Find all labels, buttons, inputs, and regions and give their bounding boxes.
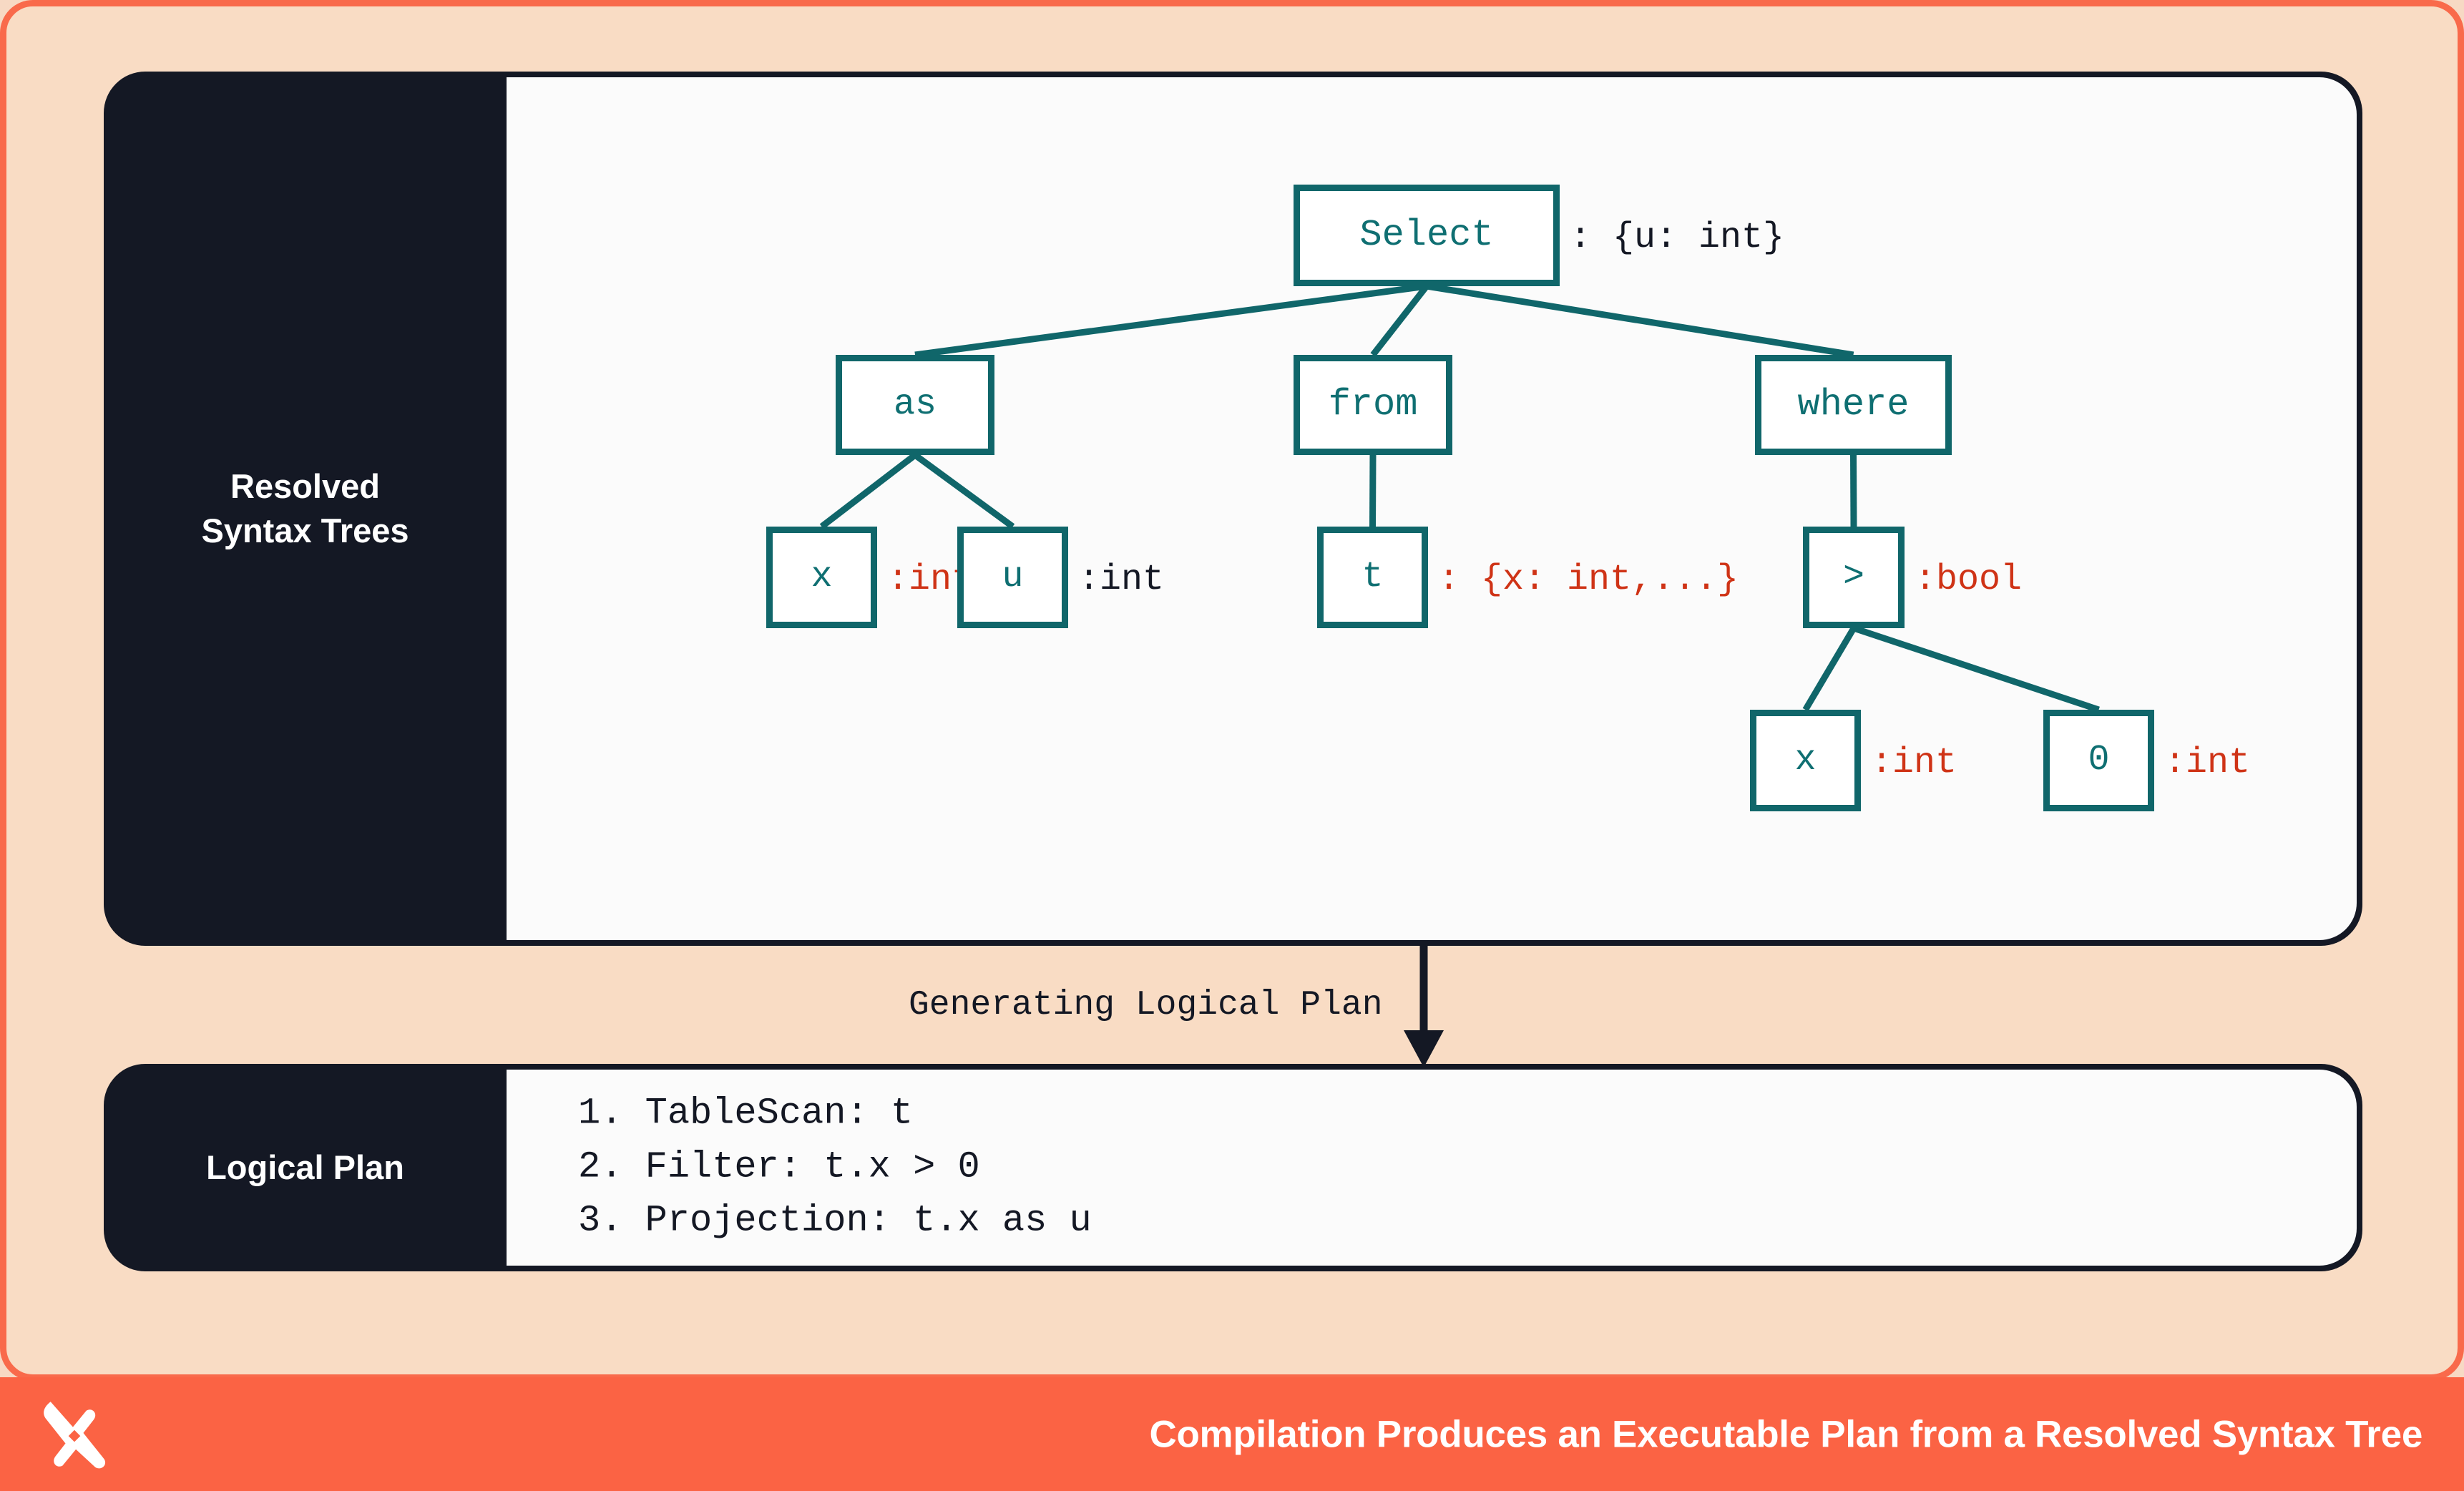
tree-node-gt-0: 0 <box>2043 710 2154 811</box>
tree-node-annotation-gt: :bool <box>1915 559 2023 600</box>
logical-plan-label-text: Logical Plan <box>206 1148 404 1186</box>
tree-nodes: Select : {u: int} as from where x :int u :int t : … <box>507 77 2357 940</box>
logical-plan-step-list: 1. TableScan: t 2. Filter: t.x > 0 3. Proj… <box>578 1087 1092 1248</box>
tree-node-from-t: t <box>1317 527 1428 628</box>
tree-node-annotation-gt-x: :int <box>1871 743 1957 783</box>
tree-node-label: from <box>1328 383 1418 426</box>
tree-node-label: where <box>1797 383 1910 426</box>
tree-edge <box>1802 626 1857 712</box>
tree-node-annotation-from-t: : {x: int,...} <box>1437 559 1739 600</box>
rst-label-line-1: Resolved <box>230 466 380 505</box>
tree-node-gt: > <box>1803 527 1905 628</box>
tree-edge <box>913 452 1015 529</box>
tree-node-label: t <box>1361 557 1384 597</box>
footer-caption: Compilation Produces an Executable Plan … <box>1149 1413 2423 1455</box>
tree-node-label: x <box>1794 740 1817 781</box>
tree-edge <box>914 283 1427 358</box>
tree-node-label: as <box>893 384 937 425</box>
tree-node-label: Select <box>1359 214 1494 256</box>
tree-node-as-x: x <box>766 527 877 628</box>
tree-edge <box>819 452 917 529</box>
tree-node-where: where <box>1755 355 1952 455</box>
tree-node-as: as <box>836 355 994 455</box>
logical-plan-card: Logical Plan 1. TableScan: t 2. Filter: t… <box>104 1064 2362 1271</box>
syntax-tree-canvas: Select : {u: int} as from where x :int u :int t : … <box>507 77 2357 940</box>
tree-edge <box>1369 454 1377 527</box>
tree-node-label: > <box>1842 557 1864 597</box>
logical-plan-step: 1. TableScan: t <box>578 1092 914 1135</box>
down-arrow-icon <box>1404 946 1444 1067</box>
tree-node-label: x <box>811 557 833 597</box>
tree-node-as-u: u <box>957 527 1068 628</box>
tree-node-annotation-as-u: :int <box>1078 559 1165 600</box>
logical-plan-step: 3. Projection: t.x as u <box>578 1199 1092 1242</box>
resolved-syntax-trees-label: Resolved Syntax Trees <box>104 72 507 946</box>
tree-edge <box>1370 284 1429 357</box>
logical-plan-step: 2. Filter: t.x > 0 <box>578 1145 980 1188</box>
tree-node-gt-x: x <box>1750 710 1861 811</box>
flow-label: Generating Logical Plan <box>909 986 1383 1025</box>
tree-node-label: u <box>1002 557 1024 597</box>
rst-label-line-2: Syntax Trees <box>201 512 409 549</box>
logical-plan-label: Logical Plan <box>104 1064 507 1271</box>
resolved-syntax-trees-card: Resolved Syntax Trees Select : {u: int} as… <box>104 72 2362 946</box>
logical-plan-body: 1. TableScan: t 2. Filter: t.x > 0 3. Proj… <box>507 1070 2357 1266</box>
footer-banner: Compilation Produces an Executable Plan … <box>0 1377 2464 1491</box>
tree-node-select: Select <box>1294 185 1560 286</box>
tree-edge <box>1426 283 1854 358</box>
tree-edge <box>1852 625 2100 713</box>
tree-node-label: 0 <box>2088 740 2110 781</box>
tree-node-annotation-select: : {u: int} <box>1570 217 1785 258</box>
tree-node-annotation-gt-0: :int <box>2164 743 2251 783</box>
tree-edges <box>819 283 2100 713</box>
x-mark-logo-icon <box>44 1402 106 1469</box>
tree-node-from: from <box>1294 355 1452 455</box>
